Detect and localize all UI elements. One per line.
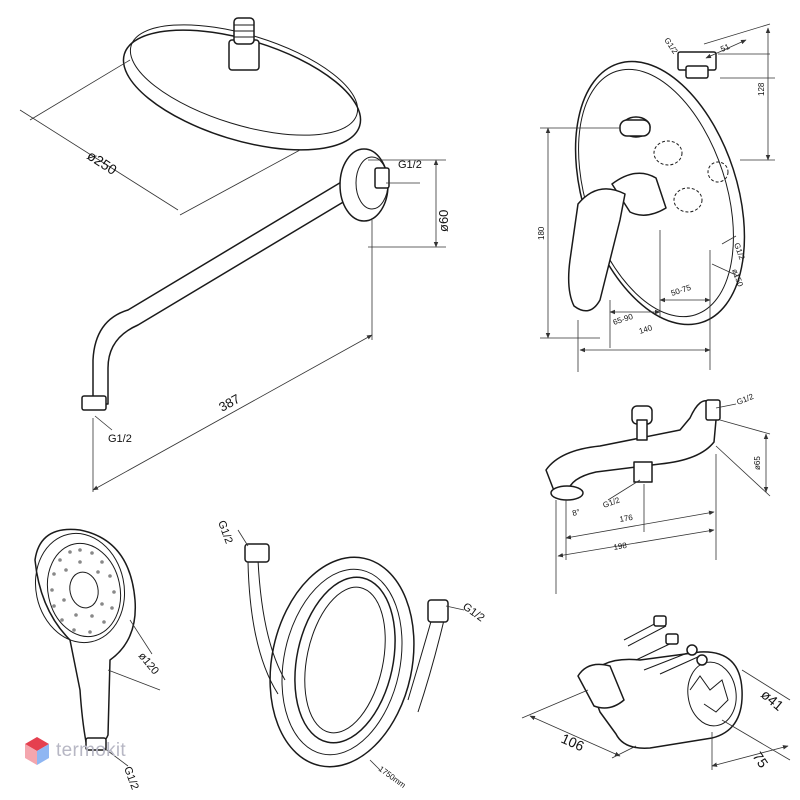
shower-arm: G1/2 ø60 387 G1/2: [81, 148, 451, 492]
holder-diameter-label: ø41: [758, 686, 787, 714]
spout-length-2-label: 198: [613, 541, 628, 552]
spout-angle-label: 8°: [571, 507, 581, 518]
wall-holder: 106 75 ø41: [521, 615, 791, 771]
mixer-depth-label: 51: [719, 42, 731, 54]
spout-thread-bottom-label: G1/2: [602, 495, 622, 510]
bath-mixer: 51 G1/2 128 180 G1/2 ø150 65-90 50-75 14…: [537, 23, 775, 372]
mixer-thread-top-label: G1/2: [662, 36, 679, 56]
hose-length-label: 1750mm: [377, 764, 408, 790]
holder-width-label: 75: [750, 749, 772, 771]
arm-length-label: 387: [216, 391, 242, 415]
spout-thread-label: G1/2: [735, 392, 755, 407]
arm-thread-top-label: G1/2: [398, 159, 422, 171]
hose-thread-right-label: G1/2: [460, 601, 486, 625]
hand-shower: ø120 G1/2: [34, 528, 161, 792]
mixer-width-label: 140: [638, 323, 654, 336]
hose-thread-left-label: G1/2: [215, 519, 234, 546]
mixer-height-label: 180: [537, 226, 546, 240]
arm-flange-diameter-label: ø60: [436, 210, 451, 232]
logo-text: termokit: [56, 740, 126, 761]
shower-head-diameter-label: ø250: [84, 147, 120, 178]
cube-logo-icon: [25, 737, 49, 765]
termokit-logo: termokit: [24, 736, 126, 766]
hand-shower-diameter-label: ø120: [136, 650, 161, 677]
bath-spout: G1/2 ø65 G1/2 8° 176 198: [545, 392, 771, 594]
hand-shower-thread-label: G1/2: [121, 765, 140, 792]
mixer-height-top-label: 128: [757, 82, 766, 96]
holder-length-label: 106: [559, 730, 587, 754]
arm-thread-bottom-label: G1/2: [108, 433, 132, 445]
shower-head: ø250: [19, 17, 362, 216]
shower-hose: G1/2 G1/2 1750mm: [215, 519, 486, 790]
spout-diameter-label: ø65: [753, 456, 762, 470]
spout-length-1-label: 176: [619, 513, 634, 524]
mixer-range-1-label: 65-90: [612, 312, 635, 327]
